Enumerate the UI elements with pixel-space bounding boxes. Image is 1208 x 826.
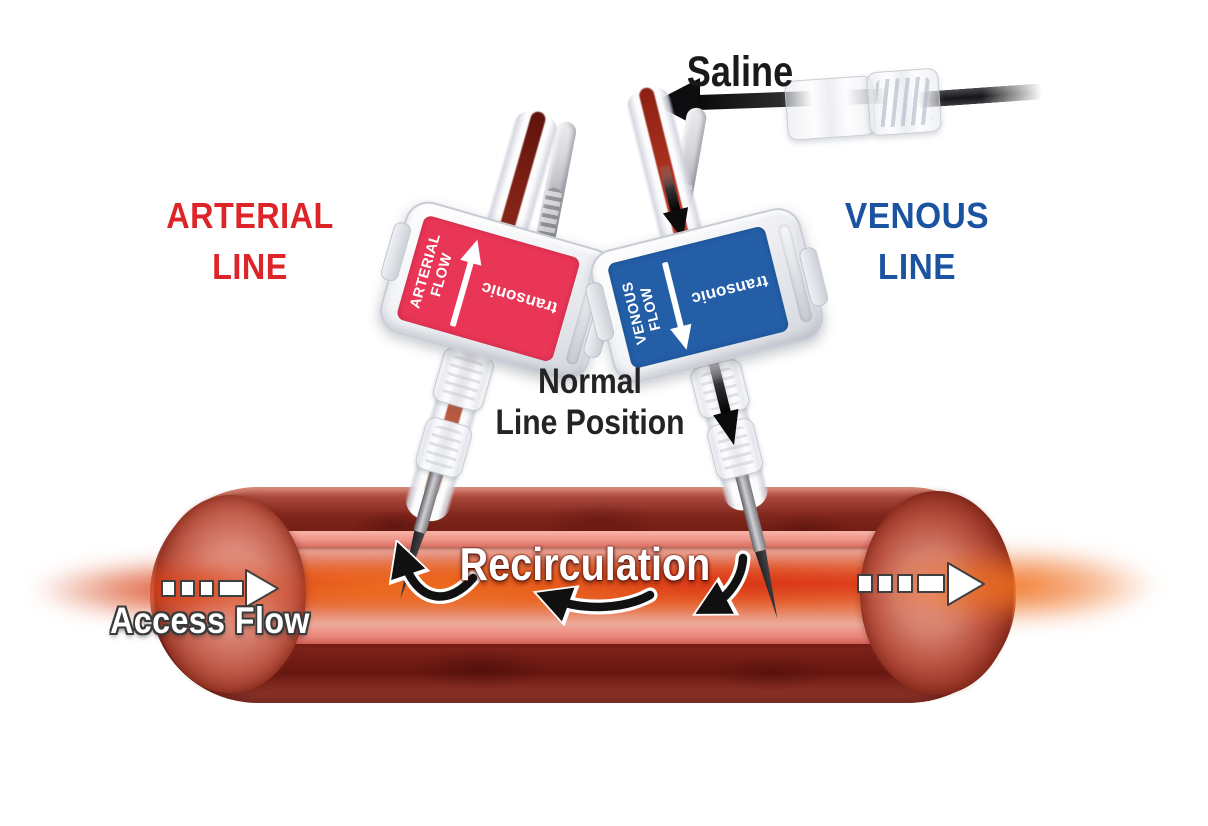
- venous-sensor-label: VENOUS FLOW transonic: [606, 225, 790, 370]
- normal-line-position-line2: Line Position: [495, 402, 685, 442]
- normal-line-position-line1: Normal: [538, 362, 642, 401]
- venous-flow-arrow-icon: [706, 352, 739, 446]
- luer-connector: [413, 414, 475, 481]
- venous-flow-sensor: VENOUS FLOW transonic: [585, 203, 829, 388]
- venous-line-label-line2: LINE: [877, 246, 957, 288]
- arterial-line-label: ARTERIAL LINE: [151, 190, 349, 292]
- vessel-inner-wall-bottom: [252, 626, 898, 644]
- outflow-arrow-icon: [857, 562, 985, 606]
- venous-tube: VENOUS FLOW transonic: [585, 82, 829, 514]
- recirculation-arrow-icons: [388, 540, 751, 627]
- saline-luer-connector-ribbed: [865, 67, 943, 137]
- venous-line-label: VENOUS LINE: [816, 190, 1019, 292]
- venous-line-label-line1: VENOUS: [844, 195, 990, 236]
- arterial-flow-sensor: ARTERIAL FLOW transonic: [374, 195, 620, 387]
- arterial-line-label-line1: ARTERIAL: [166, 195, 334, 236]
- arterial-line-label-line2: LINE: [212, 246, 288, 288]
- venous-flow-down-arrow-icon: [662, 262, 692, 350]
- saline-label: Saline: [686, 48, 794, 96]
- access-flow-label: Access Flow: [110, 600, 310, 641]
- recirculation-label: Recirculation: [459, 538, 711, 590]
- arterial-tube: ARTERIAL FLOW transonic: [374, 106, 620, 526]
- transonic-logo: transonic: [689, 271, 771, 309]
- arterial-sensor-label: ARTERIAL FLOW transonic: [395, 214, 582, 363]
- normal-line-position-label: Normal Line Position: [470, 362, 711, 443]
- arterial-flow-up-arrow-icon: [450, 239, 482, 327]
